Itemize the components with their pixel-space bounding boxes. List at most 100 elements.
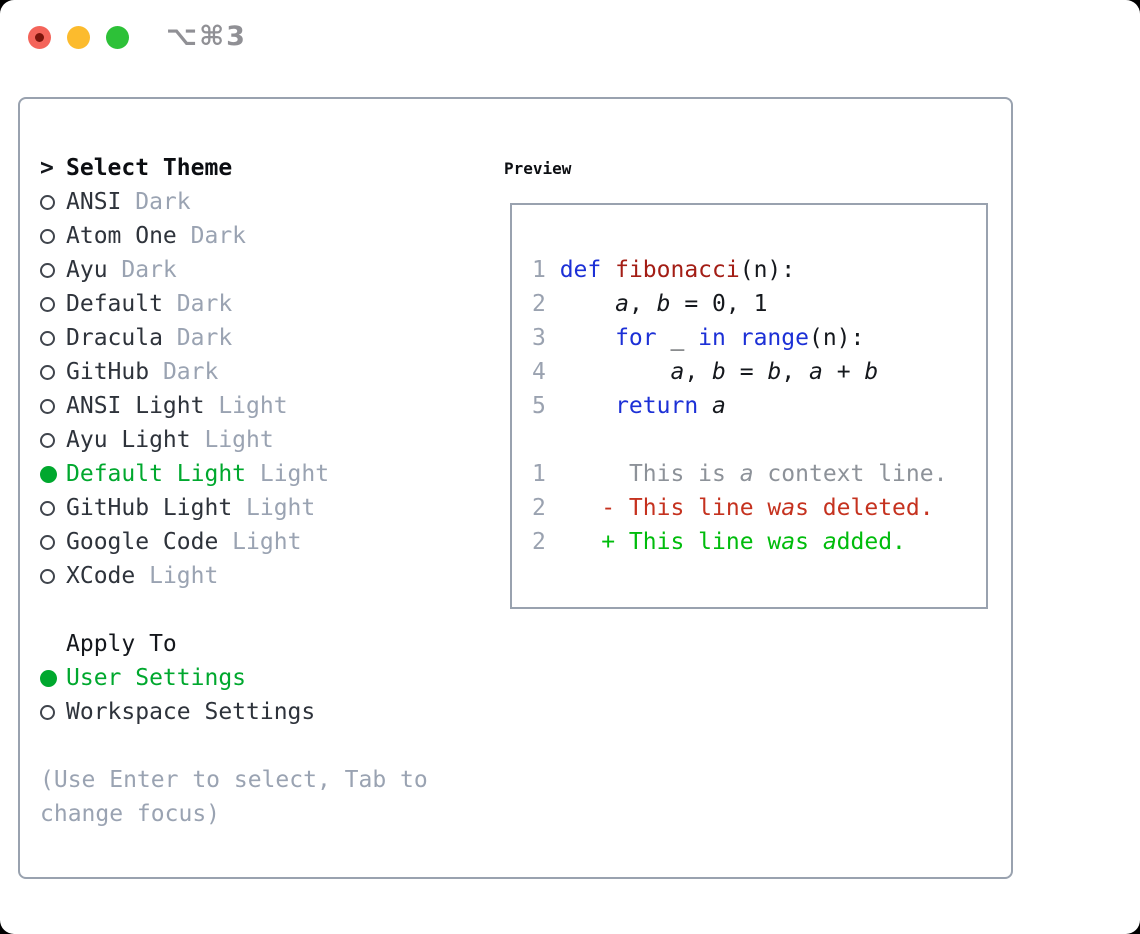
- code-token: [726, 325, 740, 351]
- radio-unselected-icon: [40, 262, 55, 278]
- preview-line-4: 5 return a: [532, 389, 986, 423]
- code-token: a: [670, 359, 685, 385]
- option-variant-label: Dark: [107, 257, 177, 283]
- code-token: def: [559, 257, 602, 283]
- preview-title: Preview: [504, 158, 572, 178]
- code-token: [601, 257, 615, 283]
- line-number: 1: [532, 461, 546, 487]
- radio-selected-icon: [40, 669, 57, 687]
- preview-line-6: 1 This is a context line.: [532, 457, 986, 491]
- select-theme-title: Select Theme: [66, 155, 233, 181]
- code-token: a: [739, 461, 754, 487]
- preview-line-1: 2 a, b = 0, 1: [532, 287, 986, 321]
- radio-unselected-icon: [40, 398, 55, 414]
- zoom-button[interactable]: [106, 26, 129, 49]
- option-variant-label: Dark: [162, 291, 233, 317]
- code-token: a: [822, 529, 837, 555]
- theme-option-2[interactable]: Ayu Dark: [40, 253, 480, 287]
- option-label: Default: [66, 291, 163, 317]
- radio-unselected-icon: [40, 364, 55, 380]
- line-number: 1: [532, 257, 546, 283]
- line-number: 2: [532, 495, 546, 521]
- code-token: This is: [628, 461, 740, 487]
- line-number: 3: [532, 325, 546, 351]
- code-token: b: [864, 359, 879, 385]
- option-variant-label: Light: [246, 461, 330, 487]
- radio-unselected-icon: [40, 500, 55, 516]
- apply-option-0[interactable]: User Settings: [40, 661, 480, 695]
- code-token: in: [698, 325, 726, 351]
- theme-option-8[interactable]: Default Light Light: [40, 457, 480, 491]
- code-token: ,: [628, 291, 657, 317]
- code-token: (n):: [739, 257, 796, 283]
- code-token: s deleted.: [795, 495, 934, 521]
- code-token: [698, 393, 712, 419]
- line-number: 5: [532, 393, 546, 419]
- option-label: XCode: [66, 563, 136, 589]
- theme-option-7[interactable]: Ayu Light Light: [40, 423, 480, 457]
- radio-unselected-icon: [40, 534, 55, 550]
- apply-to-title: Apply To: [66, 631, 177, 657]
- line-number: 4: [532, 359, 546, 385]
- theme-option-6[interactable]: ANSI Light Light: [40, 389, 480, 423]
- code-token: ,: [684, 359, 713, 385]
- theme-option-1[interactable]: Atom One Dark: [40, 219, 480, 253]
- option-variant-label: Light: [135, 563, 219, 589]
- option-label: ANSI Light: [66, 393, 205, 419]
- code-token: + This line w: [601, 529, 782, 555]
- code-token: =: [725, 359, 768, 385]
- theme-option-5[interactable]: GitHub Dark: [40, 355, 480, 389]
- code-token: [560, 393, 615, 419]
- radio-unselected-icon: [40, 228, 55, 244]
- code-token: - This line w: [601, 495, 782, 521]
- code-token: b: [767, 359, 782, 385]
- theme-option-9[interactable]: GitHub Light Light: [40, 491, 480, 525]
- theme-option-11[interactable]: XCode Light: [40, 559, 480, 593]
- option-variant-label: Light: [218, 529, 302, 555]
- theme-option-10[interactable]: Google Code Light: [40, 525, 480, 559]
- code-token: context line.: [753, 461, 948, 487]
- option-label: User Settings: [66, 665, 247, 691]
- radio-unselected-icon: [40, 704, 55, 720]
- theme-option-3[interactable]: Default Dark: [40, 287, 480, 321]
- theme-option-4[interactable]: Dracula Dark: [40, 321, 480, 355]
- option-label: Ayu Light: [66, 427, 191, 453]
- code-token: [560, 325, 615, 351]
- code-token: a: [712, 393, 726, 419]
- spacer: [40, 593, 480, 627]
- code-token: b: [712, 359, 726, 385]
- code-token: b: [656, 291, 671, 317]
- radio-unselected-icon: [40, 568, 55, 584]
- code-token: a: [781, 529, 796, 555]
- minimize-button[interactable]: [67, 26, 90, 49]
- apply-option-1[interactable]: Workspace Settings: [40, 695, 480, 729]
- option-label: Default Light: [66, 461, 247, 487]
- line-number: 2: [532, 529, 546, 555]
- code-token: ,: [781, 359, 809, 385]
- close-button[interactable]: [28, 26, 51, 49]
- code-token: [560, 359, 671, 385]
- code-token: return: [615, 393, 699, 419]
- spacer: [40, 729, 480, 763]
- option-label: ANSI: [66, 189, 122, 215]
- option-variant-label: Dark: [121, 189, 191, 215]
- focus-caret-icon: >: [40, 155, 54, 181]
- code-token: for: [615, 325, 657, 351]
- code-token: [560, 495, 602, 521]
- code-token: _: [656, 325, 699, 351]
- code-token: = 0, 1: [670, 291, 768, 317]
- option-variant-label: Dark: [149, 359, 219, 385]
- theme-option-0[interactable]: ANSI Dark: [40, 185, 480, 219]
- preview-line-3: 4 a, b = b, a + b: [532, 355, 986, 389]
- radio-unselected-icon: [40, 194, 55, 210]
- code-token: dded.: [836, 529, 906, 555]
- option-variant-label: Light: [232, 495, 316, 521]
- record-dot-icon: [35, 33, 44, 42]
